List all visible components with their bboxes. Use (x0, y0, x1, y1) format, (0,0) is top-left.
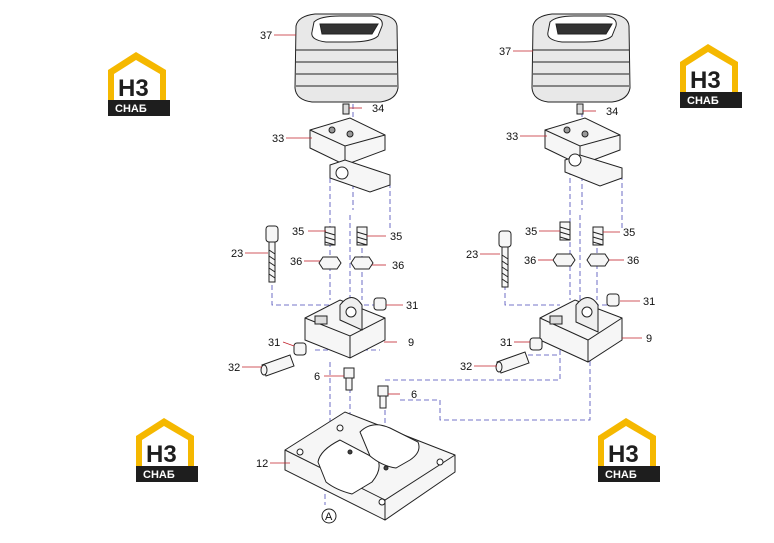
nut-left-a (318, 256, 342, 270)
nut-left-b (350, 256, 374, 270)
bracket-left (309, 117, 391, 193)
nut-right-a (552, 253, 576, 267)
right-lever-assembly (495, 13, 631, 374)
logo-letters: H3 (690, 67, 721, 94)
callout-36-right-b: 36 (627, 255, 639, 267)
pivot-pin-right (495, 351, 530, 374)
callout-23-right: 23 (466, 249, 478, 261)
bolt-right (498, 230, 512, 288)
logo-letters: H3 (608, 441, 639, 468)
logo-house-icon: H3 СНАБ (108, 52, 170, 116)
bushing-right-b (529, 337, 543, 351)
logo-subtitle: СНАБ (115, 103, 147, 115)
clevis-base-right (539, 297, 623, 363)
set-screw-left-a (324, 226, 336, 246)
callout-36-right-a: 36 (524, 255, 536, 267)
callout-35-right-a: 35 (525, 226, 537, 238)
set-screw-left-b (356, 226, 368, 246)
callout-34-left: 34 (372, 103, 384, 115)
bushing-right-a (606, 293, 620, 307)
callout-33-right: 33 (506, 131, 518, 143)
logo-house-icon: H3 СНАБ (136, 418, 198, 482)
bushing-left-a (373, 297, 387, 311)
callout-37-right: 37 (499, 46, 511, 58)
watermark-logo-bottom-right: H3 СНАБ (594, 414, 660, 486)
set-screw-right-b (592, 226, 604, 246)
pivot-pin-left (260, 354, 295, 377)
callout-35-right-b: 35 (623, 227, 635, 239)
watermark-logo-top-right: H3 СНАБ (676, 40, 742, 112)
callout-31-right-b: 31 (500, 337, 512, 349)
callout-32-right: 32 (460, 361, 472, 373)
logo-letters: H3 (146, 441, 177, 468)
logo-subtitle: СНАБ (143, 469, 175, 481)
callout-31-left-a: 31 (406, 300, 418, 312)
callout-9-left: 9 (408, 337, 414, 349)
logo-subtitle: СНАБ (605, 469, 637, 481)
screw-left-b (377, 385, 389, 409)
callout-33-left: 33 (272, 133, 284, 145)
logo-subtitle: СНАБ (687, 95, 719, 107)
callout-12-left: 12 (256, 458, 268, 470)
logo-letters: H3 (118, 75, 149, 102)
set-screw-right-a (559, 221, 571, 241)
pin-left (342, 103, 350, 115)
watermark-logo-bottom-left: H3 СНАБ (132, 414, 198, 486)
callout-35-left-a: 35 (292, 226, 304, 238)
callout-23-left: 23 (231, 248, 243, 260)
left-lever-assembly (260, 13, 456, 521)
callout-leaders (242, 34, 642, 464)
callout-34-right: 34 (606, 106, 618, 118)
callout-36-left-b: 36 (392, 260, 404, 272)
base-plate (284, 411, 456, 521)
callout-6-left-a: 6 (314, 371, 320, 383)
logo-house-icon: H3 СНАБ (598, 418, 660, 482)
clevis-base-left (304, 297, 386, 359)
bracket-right (544, 117, 623, 187)
logo-house-icon: H3 СНАБ (680, 44, 742, 108)
bushing-left-b (293, 342, 307, 356)
callout-35-left-b: 35 (390, 231, 402, 243)
section-marker: A (321, 508, 337, 524)
callout-37-left: 37 (260, 30, 272, 42)
callout-9-right: 9 (646, 333, 652, 345)
svg-text:A: A (325, 511, 333, 523)
screw-left-a (343, 367, 355, 391)
callout-32-left: 32 (228, 362, 240, 374)
nut-right-b (586, 253, 610, 267)
bolt-left (265, 225, 279, 283)
callout-31-right-a: 31 (643, 296, 655, 308)
grip-boot-right (531, 13, 631, 103)
callout-6-left-b: 6 (411, 389, 417, 401)
callout-31-left-b: 31 (268, 337, 280, 349)
grip-boot-left (294, 13, 399, 103)
watermark-logo-top-left: H3 СНАБ (104, 48, 170, 120)
callout-labels: 37 34 33 35 35 23 36 36 31 9 31 32 6 6 1… (228, 30, 655, 470)
pin-right (576, 103, 584, 115)
callout-36-left-a: 36 (290, 256, 302, 268)
